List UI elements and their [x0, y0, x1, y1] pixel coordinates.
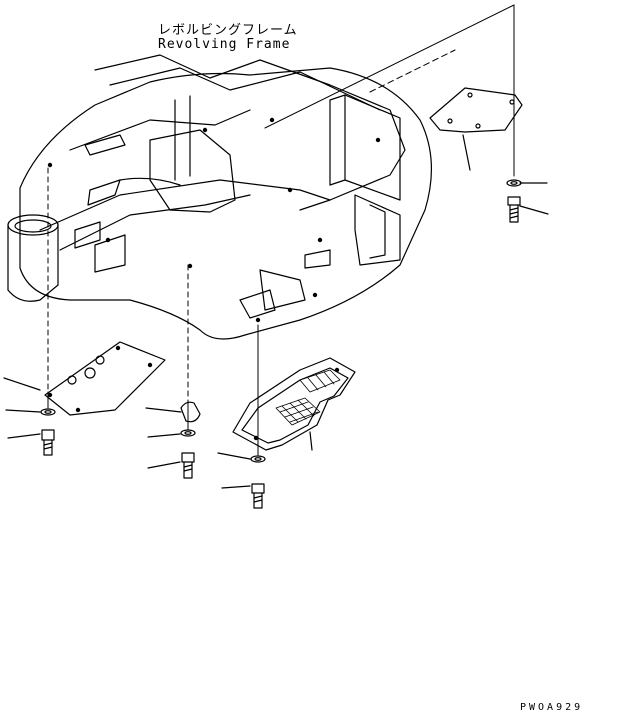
- assembly-leader-lines: [47, 4, 515, 456]
- right-fasteners: [506, 179, 549, 223]
- title-english: Revolving Frame: [158, 37, 291, 52]
- revolving-frame: [7, 54, 432, 340]
- top-cover-plate: [429, 87, 523, 171]
- reference-code: PWOA929: [520, 702, 584, 713]
- center-small-cover: [145, 401, 201, 479]
- left-under-cover: [3, 341, 166, 416]
- lower-cover-plate: [232, 357, 356, 451]
- left-fasteners: [5, 408, 56, 456]
- title-japanese: レボルビングフレーム: [158, 23, 298, 38]
- lower-fasteners: [217, 452, 266, 509]
